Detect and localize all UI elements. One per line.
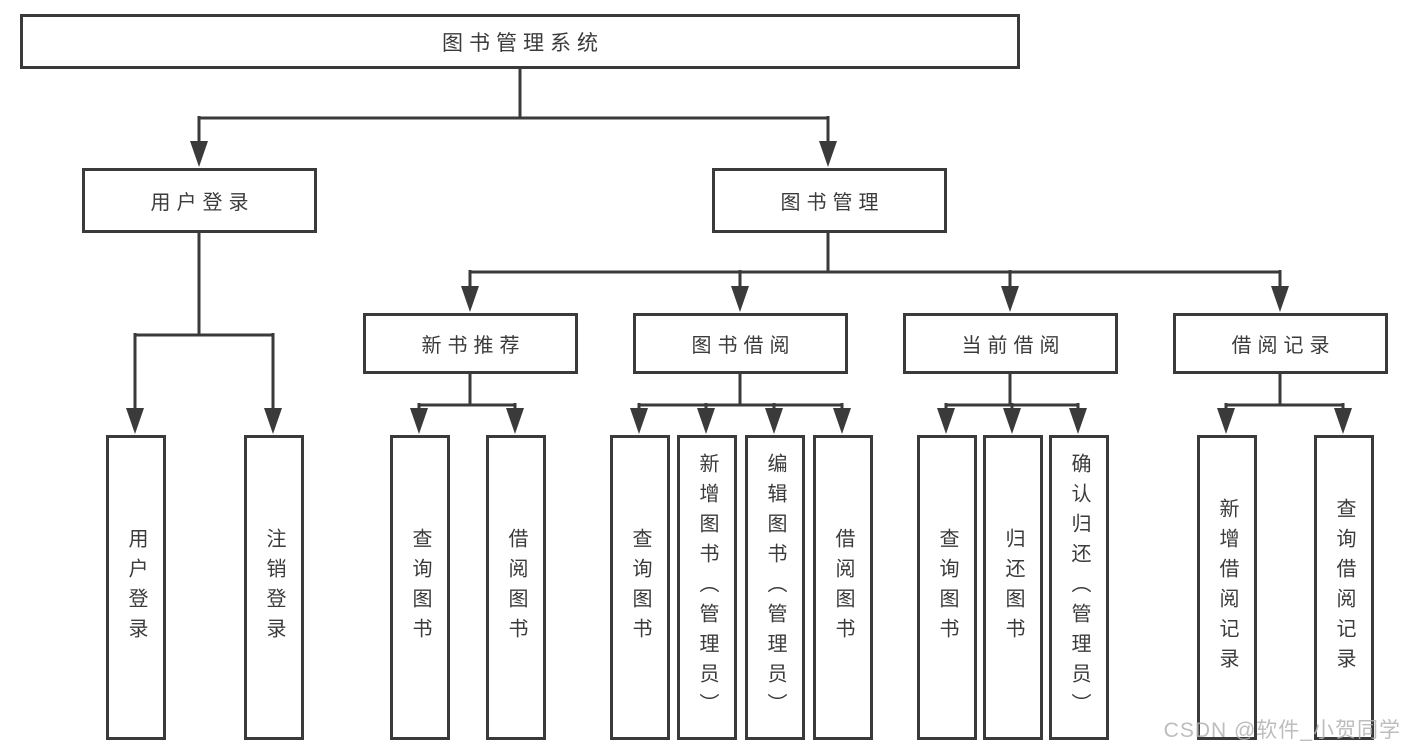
node-current-borrowing: 当前借阅 xyxy=(903,313,1118,374)
node-book-borrowing: 图书借阅 xyxy=(633,313,848,374)
node-leaf-add-book-admin: 新增图书（管理员） xyxy=(677,435,737,740)
node-leaf-borrow-books-2: 借阅图书 xyxy=(813,435,873,740)
node-leaf-user-login: 用户登录 xyxy=(106,435,166,740)
arrowhead-icons xyxy=(126,141,1352,434)
node-leaf-edit-book-admin: 编辑图书（管理员） xyxy=(745,435,805,740)
node-leaf-query-books-3: 查询图书 xyxy=(917,435,977,740)
node-root-system: 图书管理系统 xyxy=(20,14,1020,69)
node-leaf-query-borrow-record: 查询借阅记录 xyxy=(1314,435,1374,740)
node-leaf-logout: 注销登录 xyxy=(244,435,304,740)
node-leaf-borrow-books-1: 借阅图书 xyxy=(486,435,546,740)
node-leaf-return-book: 归还图书 xyxy=(983,435,1043,740)
node-leaf-query-books-1: 查询图书 xyxy=(390,435,450,740)
csdn-watermark: CSDN @软件_小贺同学 xyxy=(1163,719,1401,742)
node-borrowing-records: 借阅记录 xyxy=(1173,313,1388,374)
node-leaf-query-books-2: 查询图书 xyxy=(610,435,670,740)
node-leaf-add-borrow-record: 新增借阅记录 xyxy=(1197,435,1257,740)
node-user-login-branch: 用户登录 xyxy=(82,168,317,233)
node-book-management-branch: 图书管理 xyxy=(712,168,947,233)
node-leaf-confirm-return-admin: 确认归还（管理员） xyxy=(1049,435,1109,740)
node-new-book-recommendation: 新书推荐 xyxy=(363,313,578,374)
